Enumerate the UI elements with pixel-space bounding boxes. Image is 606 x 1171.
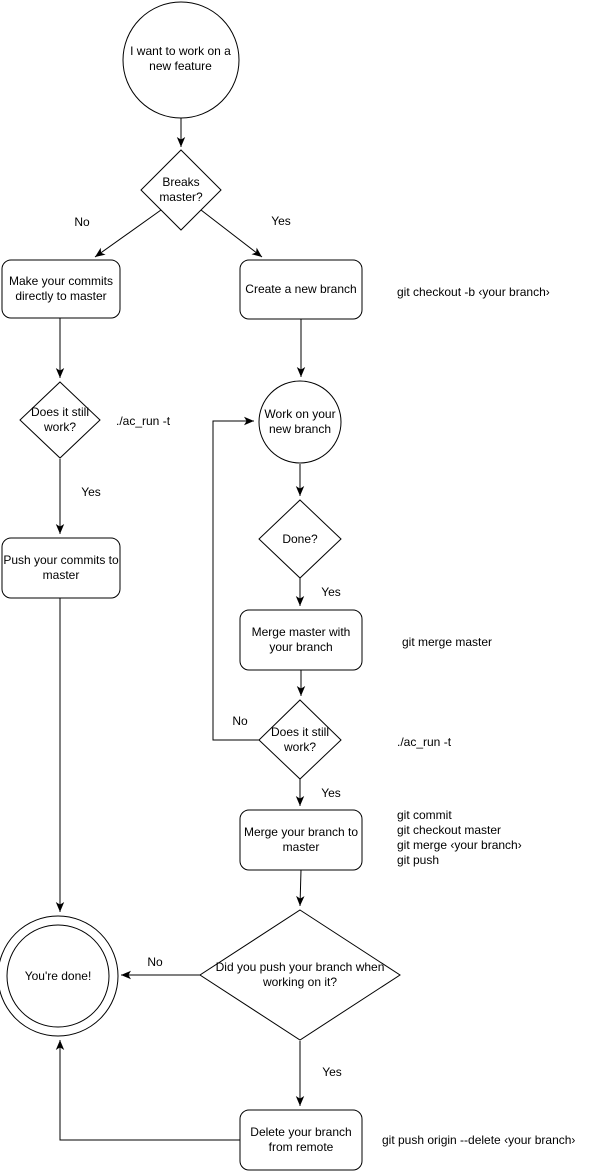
did-push-decision-shape [199,909,401,1041]
youre-done-inner-circle [6,924,110,1028]
merge-branch-node-shape [239,809,363,871]
start-node-shape [122,1,240,119]
edge-label-breaks-no: No [74,215,90,229]
edge-label-still2-no: No [232,714,248,728]
still-work-2-decision-shape [258,699,342,780]
edge-label-didpush-no: No [147,955,163,969]
merge-master-node-shape [239,609,363,671]
edge-breaks-yes-to-create [200,209,263,258]
annotation-delete-cmd: git push origin --delete ‹your branch› [382,1133,576,1147]
edge-label-breaks-yes: Yes [271,214,291,228]
commit-master-node-shape [1,259,121,319]
breaks-master-decision-shape [140,149,222,231]
annotation-merge-cmd-line-4: git push [397,853,440,867]
edge-label-still2-yes: Yes [321,786,341,800]
annotation-checkout-cmd: git checkout -b ‹your branch› [397,285,550,299]
annotation-merge-cmd-line-1: git commit [397,808,452,822]
done-decision-shape [258,499,342,579]
annotation-merge-cmd-line-3: git merge ‹your branch› [397,838,522,852]
annotation-ac-run-1: ./ac_run -t [116,414,171,428]
edge-delete-to-done [55,1040,240,1141]
annotation-merge-cmd-line-2: git checkout master [397,823,502,837]
delete-remote-node-shape [239,1109,363,1171]
create-branch-node-shape [239,259,363,320]
push-commits-node-shape [1,537,121,599]
still-work-1-decision-shape [19,381,101,459]
edge-label-didpush-yes: Yes [322,1065,342,1079]
edge-mergebranch-to-didpush [296,869,305,907]
edge-label-done-yes: Yes [321,585,341,599]
edge-still2-no-loop-to-work [212,416,259,741]
annotation-ac-run-2: ./ac_run -t [397,735,452,749]
edge-breaks-no-to-commit [94,209,162,258]
edge-label-still1-yes: Yes [81,485,101,499]
annotation-merge-cmds: git commit git checkout master git merge… [397,808,522,868]
annotation-merge-master-cmd: git merge master [402,635,493,649]
work-branch-node-shape [258,380,342,464]
